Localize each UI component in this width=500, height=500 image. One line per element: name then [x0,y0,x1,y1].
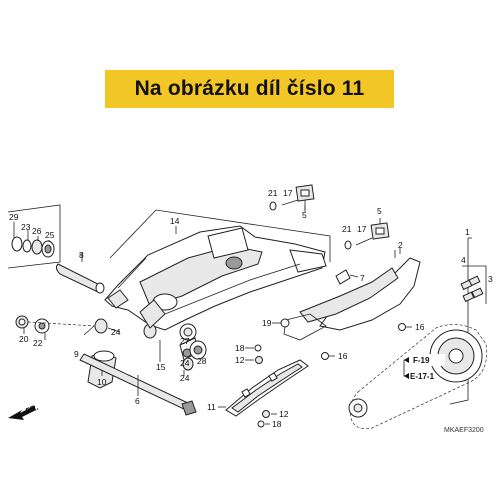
part-4-bracket [462,265,487,304]
part-19-screw [280,318,290,328]
callout-27: 27 [180,336,190,346]
callout-16-b: 16 [338,351,348,361]
part-24-bearing-a [94,318,108,334]
front-marker-label: FR. [24,403,39,416]
part-1-group-bracket [449,238,469,405]
diagram-code: MKAEF3200 [444,427,484,434]
callout-24-a: 24 [111,327,121,337]
part-24-bearing-c [182,357,194,371]
reference-e17-1: E-17-1 [410,372,435,381]
callout-5-upper: 5 [302,210,307,220]
part-3-link [471,287,484,299]
callout-7: 7 [360,273,365,283]
callout-24-c: 24 [180,373,190,383]
callout-12-upper: 12 [235,355,245,365]
part-7-clip [335,269,351,285]
front-arrow-icon [8,406,36,420]
callout-21-lower: 21 [342,224,352,234]
callout-24-b: 24 [180,358,190,368]
callout-17-upper: 17 [283,188,293,198]
callout-18-upper: 18 [235,343,245,353]
callout-12-lower: 12 [279,409,289,419]
callout-9: 9 [74,349,79,359]
swingarm-group-bracket [109,209,331,262]
part-12-collar-upper [255,356,263,364]
part-21-nut-upper [269,201,277,211]
part-21-nut-lower [344,240,352,250]
callout-18-lower: 18 [272,419,282,429]
callout-25: 25 [45,230,55,240]
part-number-banner: Na obrázku díl číslo 11 [105,70,394,108]
callout-21-upper: 21 [268,188,278,198]
part-17-bolt-lower [355,237,373,246]
callout-4: 4 [461,255,466,265]
leader-lines [13,206,396,376]
callout-1: 1 [465,227,470,237]
callout-17-lower: 17 [357,224,367,234]
part-29-seal [11,236,23,252]
left-group-bracket [7,204,61,269]
callout-22: 22 [33,338,43,348]
callout-29: 29 [9,212,19,222]
banner-text: Na obrázku díl číslo 11 [134,77,365,100]
callout-11: 11 [207,402,216,412]
callout-20: 20 [19,334,29,344]
part-16-bolt-b [321,352,329,360]
callout-16-a: 16 [415,322,425,332]
part-18-screw-upper [254,344,262,352]
callout-6: 6 [135,396,140,406]
callout-10: 10 [97,377,107,387]
part-16-bolt-a [398,323,406,331]
callout-23: 23 [21,222,31,232]
callout-labels: 1 2 3 4 5 5 6 7 8 9 10 11 12 12 14 15 16… [9,188,493,429]
swingarm-chain-guide-mount [207,227,249,259]
callout-5-lower: 5 [377,206,382,216]
callout-19: 19 [262,318,272,328]
callout-2: 2 [398,240,403,250]
chain-case-front [283,313,327,341]
callout-3: 3 [488,274,493,284]
callout-14: 14 [170,216,180,226]
part-17-bolt-upper [281,199,299,206]
reference-f19: F-19 [413,356,430,365]
part-18-screw-lower [257,420,265,428]
part-26-bearing [31,239,43,255]
swingarm-axle-hole [225,256,243,270]
part-8-collar [55,263,101,293]
callout-28: 28 [197,356,207,366]
callout-8: 8 [79,250,84,260]
part-12-collar-lower [262,410,270,418]
callout-26: 26 [32,226,42,236]
part-23-ring [22,239,32,253]
callout-15: 15 [156,362,166,372]
